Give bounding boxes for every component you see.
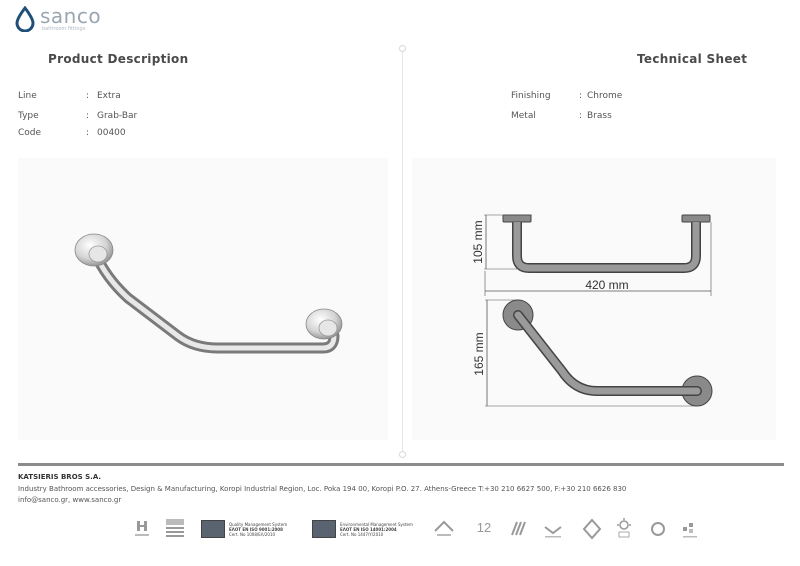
eco-label-icon (651, 522, 665, 536)
years-value: 12 (476, 520, 492, 535)
company-address: Industry Bathroom accessories, Design & … (18, 485, 627, 493)
column-divider (402, 48, 403, 456)
spec-key: Finishing (511, 91, 551, 101)
dimension-drawing: 105 mm 420 mm 165 mm (471, 214, 713, 407)
product-photo (18, 158, 388, 440)
eu-flag-icon (201, 520, 225, 538)
spec-row-metal: Metal : Brass (511, 110, 711, 122)
cert-line: Environmental Management System (340, 521, 413, 527)
cert-line: ΕΛΟΤ EN ISO 14001:2004 (340, 526, 397, 532)
cert-line: Quality Management System (229, 521, 288, 527)
spec-key: Line (18, 91, 37, 101)
cert-line: Cert. No 1447/Y/2010 (340, 531, 384, 537)
years-warranty-badge: 12 (473, 517, 495, 541)
spec-value: Grab-Bar (97, 111, 138, 121)
nano-coating-icon (683, 523, 697, 538)
brand-name: sanco (40, 4, 102, 28)
dim-width-label: 420 mm (585, 278, 628, 292)
spec-key: Code (18, 128, 42, 138)
greek-flag-icon (166, 519, 184, 537)
dim-height-label: 105 mm (471, 220, 485, 263)
spec-value: Extra (97, 91, 121, 101)
spec-value: Brass (587, 111, 612, 121)
spec-value: 00400 (97, 128, 126, 138)
footer-rule (18, 463, 784, 466)
iso-14001-badge: Environmental Management System ΕΛΟΤ EN … (312, 517, 413, 541)
spec-value: Chrome (587, 91, 623, 101)
spec-row-line: Line : Extra (18, 90, 218, 102)
company-name: KATSIERIS BROS S.A. (18, 473, 102, 481)
hotels-icon (135, 521, 149, 536)
product-description-title: Product Description (48, 52, 189, 66)
technical-drawing: 105 mm 420 mm 165 mm (412, 158, 776, 440)
eu-flag-icon (312, 520, 336, 538)
spec-key: Metal (511, 111, 536, 121)
brass-bars-icon (511, 521, 526, 536)
water-drop-icon (15, 6, 35, 32)
spec-row-finishing: Finishing : Chrome (511, 90, 711, 102)
divider-top-dot (399, 45, 406, 52)
dim-depth-label: 165 mm (472, 332, 486, 375)
spec-row-code: Code : 00400 (18, 127, 218, 139)
spec-colon: : (86, 128, 90, 138)
architecture-icon (434, 520, 454, 536)
divider-bottom-dot (399, 451, 406, 458)
grab-bar-image (74, 233, 343, 354)
spec-colon: : (86, 111, 90, 121)
cert-line: ΕΛΟΤ EN ISO 9001:2008 (229, 526, 283, 532)
sun-durability-icon (617, 518, 631, 538)
recycle-icon (582, 518, 602, 540)
cert-line: Cert. No 1008/ΕΛ/2010 (229, 531, 276, 537)
spec-colon: : (86, 91, 90, 101)
spec-key: Type (18, 111, 39, 121)
company-contact: info@sanco.gr, www.sanco.gr (18, 496, 122, 504)
brand-tagline: bathroom fittings (42, 26, 86, 32)
iso-9001-badge: Quality Management System ΕΛΟΤ EN ISO 90… (201, 517, 287, 541)
spec-colon: : (579, 111, 583, 121)
brand-logo: sanco bathroom fittings (14, 6, 101, 32)
spec-colon: : (579, 91, 583, 101)
technical-sheet-title: Technical Sheet (637, 52, 748, 66)
water-saving-icon (544, 526, 562, 538)
spec-row-type: Type : Grab-Bar (18, 110, 218, 122)
